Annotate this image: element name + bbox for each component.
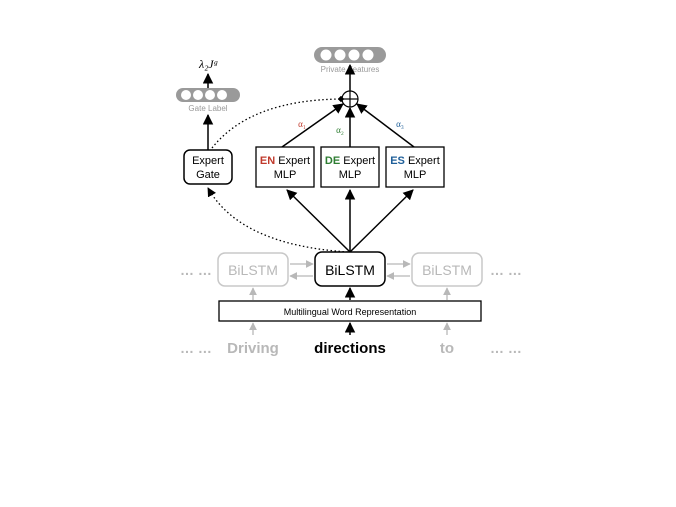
bilstm-to-gate-dotted-arrow [207, 187, 349, 253]
gate-label-text: Gate Label [188, 104, 227, 113]
ellipsis-left-words: … … [180, 340, 212, 356]
expert-de-box: DE Expert MLP [320, 146, 380, 188]
bilstm-left-box: BiLSTM [217, 252, 289, 287]
word-right: to [440, 340, 454, 357]
expert-gate-line1: Expert [192, 155, 224, 167]
svg-text:DE Expert: DE Expert [325, 155, 375, 167]
bilstm-right-label: BiLSTM [422, 262, 472, 278]
weighted-sum-node [341, 90, 359, 108]
expert-de-word: Expert [343, 155, 375, 167]
expert-es-line2: MLP [404, 169, 427, 181]
alpha-1-label: α₁ [298, 119, 306, 129]
alpha-2-label: α₂ [336, 125, 344, 135]
bilstm-center-box: BiLSTM [314, 251, 386, 287]
expert-es-lang: ES [390, 155, 405, 167]
gate-loss-label: λ₂Jᵍ [198, 57, 218, 71]
ellipsis-right-words: … … [490, 340, 522, 356]
expert-es-word: Expert [408, 155, 440, 167]
expert-en-to-sum-arrow [281, 103, 344, 148]
gate-label-vector [176, 88, 240, 102]
word-center: directions [314, 340, 386, 357]
expert-es-box: ES Expert MLP [385, 146, 445, 188]
expert-de-line2: MLP [339, 169, 362, 181]
expert-es-to-sum-arrow [356, 103, 415, 148]
bilstm-right-box: BiLSTM [411, 252, 483, 287]
word-representation-label: Multilingual Word Representation [284, 307, 416, 317]
bilstm-to-es-arrow [349, 189, 414, 253]
bilstm-to-en-arrow [286, 189, 351, 253]
expert-de-lang: DE [325, 155, 340, 167]
expert-en-lang: EN [260, 155, 275, 167]
bilstm-left-label: BiLSTM [228, 262, 278, 278]
word-representation-box: Multilingual Word Representation [218, 300, 482, 322]
expert-en-word: Expert [278, 155, 310, 167]
word-left: Driving [227, 340, 279, 357]
private-features-vector [314, 47, 386, 63]
expert-gate-box: Expert Gate [183, 149, 233, 185]
ellipsis-left-bilstm: … … [180, 262, 212, 278]
expert-en-line2: MLP [274, 169, 297, 181]
expert-gate-line2: Gate [196, 169, 220, 181]
expert-en-box: EN Expert MLP [255, 146, 315, 188]
gate-to-sum-dotted-arrow [211, 95, 345, 149]
svg-text:ES Expert: ES Expert [390, 155, 440, 167]
bilstm-center-label: BiLSTM [325, 262, 375, 278]
alpha-3-label: α₃ [396, 119, 404, 129]
svg-text:EN Expert: EN Expert [260, 155, 310, 167]
ellipsis-right-bilstm: … … [490, 262, 522, 278]
